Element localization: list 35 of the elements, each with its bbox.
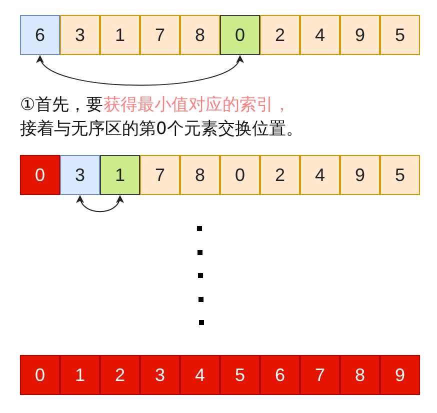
array-cell: 0 [20, 355, 60, 395]
array-cell: 8 [180, 155, 220, 195]
array-cell: 3 [60, 15, 100, 55]
array-cell: 2 [260, 15, 300, 55]
array-cell: 3 [60, 155, 100, 195]
array-cell: 7 [140, 15, 180, 55]
array-cell: 1 [100, 15, 140, 55]
array-cell: 9 [380, 355, 420, 395]
array-cell: 8 [180, 15, 220, 55]
array-cell: 2 [100, 355, 140, 395]
array-cell: 9 [340, 155, 380, 195]
array-cell: 4 [180, 355, 220, 395]
array-cell: 9 [340, 15, 380, 55]
array-cell: 4 [300, 15, 340, 55]
array-cell: 2 [260, 155, 300, 195]
curved-arrow [77, 195, 123, 212]
array-cell: 5 [220, 355, 260, 395]
note-text: 接着与无序区的第0个元素交换位置。 [20, 119, 303, 139]
array-cell: 5 [380, 15, 420, 55]
array-cell: 6 [20, 15, 60, 55]
array-cell: 0 [20, 155, 60, 195]
highlighted-text: 获得最小值对应的索引， [103, 95, 290, 115]
array-cell: 7 [300, 355, 340, 395]
array-cell: 1 [100, 155, 140, 195]
array-cell: 8 [340, 355, 380, 395]
array-cell: 0 [220, 15, 260, 55]
array-cell: 0 [220, 155, 260, 195]
array-cell: 6 [260, 355, 300, 395]
note-text: ①首先，要 [20, 95, 104, 115]
array-cell: 1 [60, 355, 100, 395]
curved-arrow [39, 55, 241, 86]
array-cell: 4 [300, 155, 340, 195]
array-cell: 3 [140, 355, 180, 395]
array-cell: 7 [140, 155, 180, 195]
array-cell: 5 [380, 155, 420, 195]
